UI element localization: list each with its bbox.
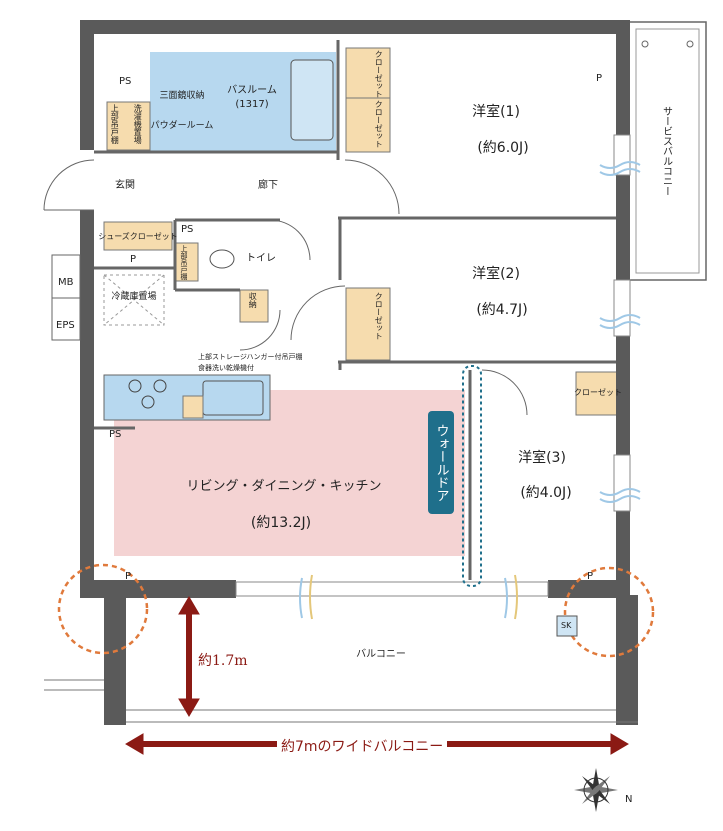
- powder-room-label: パウダールーム: [150, 121, 214, 131]
- washer-label: 洗濯機置場: [133, 104, 143, 144]
- compass-icon: [574, 768, 618, 812]
- walk-door-tag: ウォールドア: [428, 411, 454, 514]
- closet-1a-label: クローゼット: [374, 50, 384, 98]
- closet-1a-box: [345, 47, 391, 99]
- closet-3-label: クローゼット: [574, 388, 622, 397]
- bathroom-name: バスルーム: [227, 85, 277, 96]
- western2-size: (約4.7J): [476, 302, 528, 318]
- wide-balcony-label: 約7mのワイドバルコニー: [277, 736, 448, 756]
- fridge-label: 冷蔵庫置場: [111, 292, 157, 302]
- mb-marker: MB: [58, 277, 74, 288]
- eps-marker: EPS: [56, 320, 75, 331]
- sk-marker: SK: [561, 621, 572, 630]
- p-marker-3: P: [125, 571, 132, 582]
- ps-marker-1: PS: [119, 76, 132, 87]
- ldk-name: リビング・ダイニング・キッチン: [186, 479, 382, 494]
- airflow-marks: [299, 161, 641, 620]
- sink: [202, 380, 264, 416]
- p-marker-2: P: [130, 254, 137, 265]
- service-balcony-label: サービスバルコニー: [660, 106, 672, 196]
- p-marker-4: P: [587, 571, 594, 582]
- ldk-floor-shape: [114, 390, 465, 556]
- western2-name: 洋室(2): [472, 266, 520, 282]
- closet-1b-label: クローゼット: [374, 100, 384, 148]
- compass-north-label: N: [625, 794, 633, 805]
- toilet-bowl: [209, 249, 235, 269]
- western3-name: 洋室(3): [518, 450, 566, 466]
- western1-name: 洋室(1): [472, 104, 520, 120]
- stove-burners: [128, 379, 167, 409]
- entrance-label: 玄関: [115, 180, 135, 191]
- balcony-label: バルコニー: [356, 649, 406, 660]
- corner-circle-left: [57, 563, 149, 655]
- western3-size: (約4.0J): [520, 485, 572, 501]
- corner-circle-right: [563, 566, 655, 658]
- storage-box: [239, 289, 269, 323]
- shoe-closet-box: [103, 221, 173, 251]
- toilet-cabinet-label: 上部吊戸棚: [180, 245, 189, 280]
- service-balcony: [628, 21, 707, 281]
- corridor-label: 廊下: [258, 180, 278, 191]
- closet-1b-box: [345, 97, 391, 153]
- closet-2-box: [345, 287, 391, 361]
- washer-box: [106, 101, 151, 151]
- shoe-closet-label: シューズクローゼット: [98, 232, 178, 241]
- dishwasher-box: [182, 395, 204, 419]
- kitchen-note-1: 上部ストレージハンガー付吊戸棚: [198, 353, 303, 361]
- walk-door-outline: [462, 365, 482, 587]
- ldk-size: (約13.2J): [250, 515, 312, 531]
- three-mirror-label: 三面鏡収納: [159, 91, 205, 101]
- kitchen-note-2: 食器洗い乾燥機付: [198, 364, 254, 372]
- upper-cabinet-label: 上部吊戸棚: [110, 104, 120, 144]
- storage-label: 収納: [248, 292, 258, 308]
- fridge-area: [103, 274, 165, 326]
- ps-marker-3: PS: [109, 429, 122, 440]
- western1-size: (約6.0J): [477, 140, 529, 156]
- p-marker-1: P: [596, 73, 603, 84]
- closet-3-box: [575, 371, 621, 416]
- partitions: [94, 40, 616, 580]
- balcony-outline: [44, 679, 638, 723]
- sk-box: [556, 615, 578, 637]
- closet-2-label: クローゼット: [374, 292, 384, 340]
- balcony-depth-label: 約1.7m: [198, 653, 248, 669]
- ps-marker-2: PS: [181, 224, 194, 235]
- toilet-label: トイレ: [246, 253, 276, 264]
- bathtub: [290, 59, 334, 141]
- depth-arrow: [178, 596, 200, 717]
- bathroom-size: (1317): [235, 99, 269, 110]
- door-swings: [43, 159, 528, 416]
